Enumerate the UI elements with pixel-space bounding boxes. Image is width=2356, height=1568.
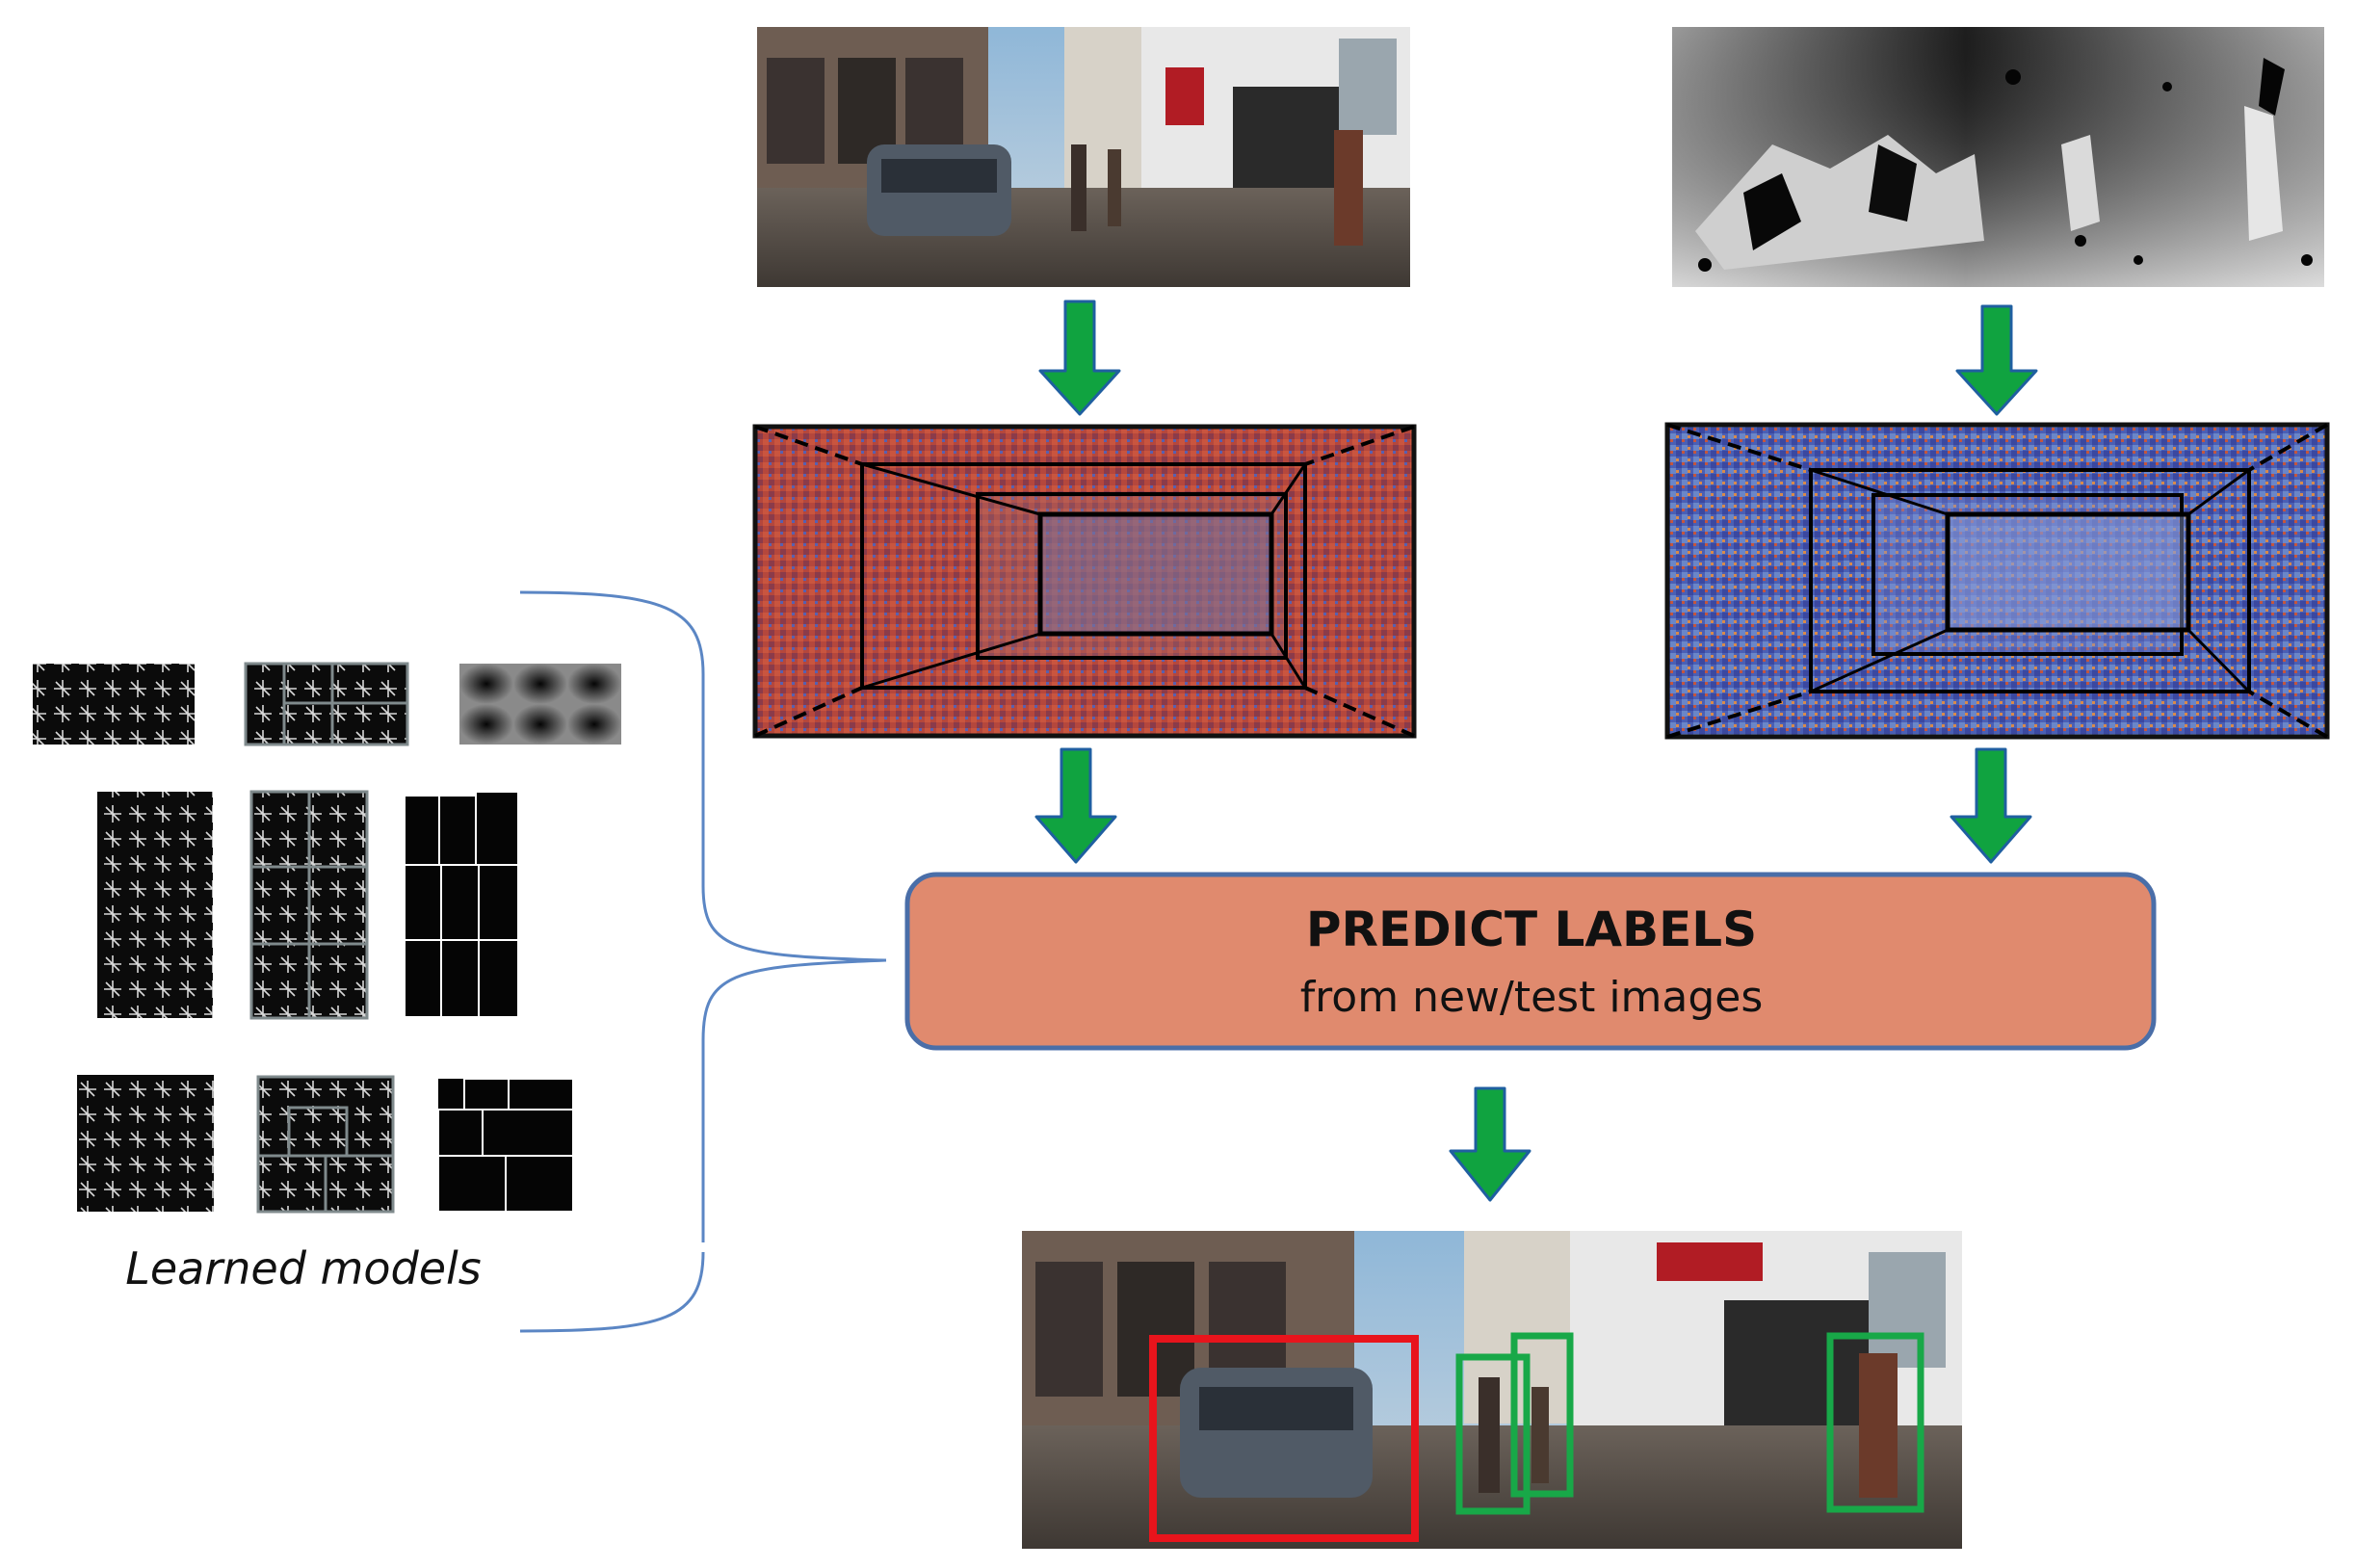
arrow-predict-to-output — [1449, 1086, 1531, 1202]
model-tile-deformation-square — [437, 1078, 574, 1213]
depth-input-image — [1672, 27, 2324, 287]
model-tile-hog-parts — [244, 662, 409, 746]
rgb-feature-pyramid — [752, 424, 1417, 739]
predict-labels-title: PREDICT LABELS — [1305, 902, 1758, 957]
arrow-rgb-features-to-predict — [1034, 747, 1117, 864]
arrow-rgb-to-features — [1038, 300, 1121, 416]
arrow-depth-to-features — [1955, 304, 2038, 416]
car-detection-box — [1149, 1335, 1419, 1542]
arrow-depth-features-to-predict — [1950, 747, 2032, 864]
model-tile-hog-parts-tall — [249, 790, 369, 1020]
predict-labels-box — [904, 872, 2157, 1051]
model-tile-hog-parts-square — [256, 1075, 395, 1214]
detection-output-image — [1022, 1231, 1962, 1549]
model-tile-deformation — [459, 664, 621, 745]
rgb-input-image — [757, 27, 1410, 287]
pedestrian-detection-box-2 — [1510, 1332, 1574, 1498]
model-tile-hog-root-tall — [97, 792, 213, 1018]
depth-feature-pyramid — [1664, 422, 2330, 740]
pedestrian-detection-box-1 — [1455, 1353, 1531, 1515]
learned-models-grid — [33, 662, 621, 1214]
models-brace — [519, 590, 887, 1333]
model-tile-deformation-tall — [404, 791, 519, 1018]
pedestrian-detection-box-3 — [1826, 1332, 1924, 1513]
model-tile-hog-root-square — [77, 1075, 214, 1212]
learned-models-caption: Learned models — [125, 1242, 482, 1294]
predict-labels-subtitle: from new/test images — [1299, 973, 1764, 1022]
model-tile-hog-root — [33, 664, 195, 745]
